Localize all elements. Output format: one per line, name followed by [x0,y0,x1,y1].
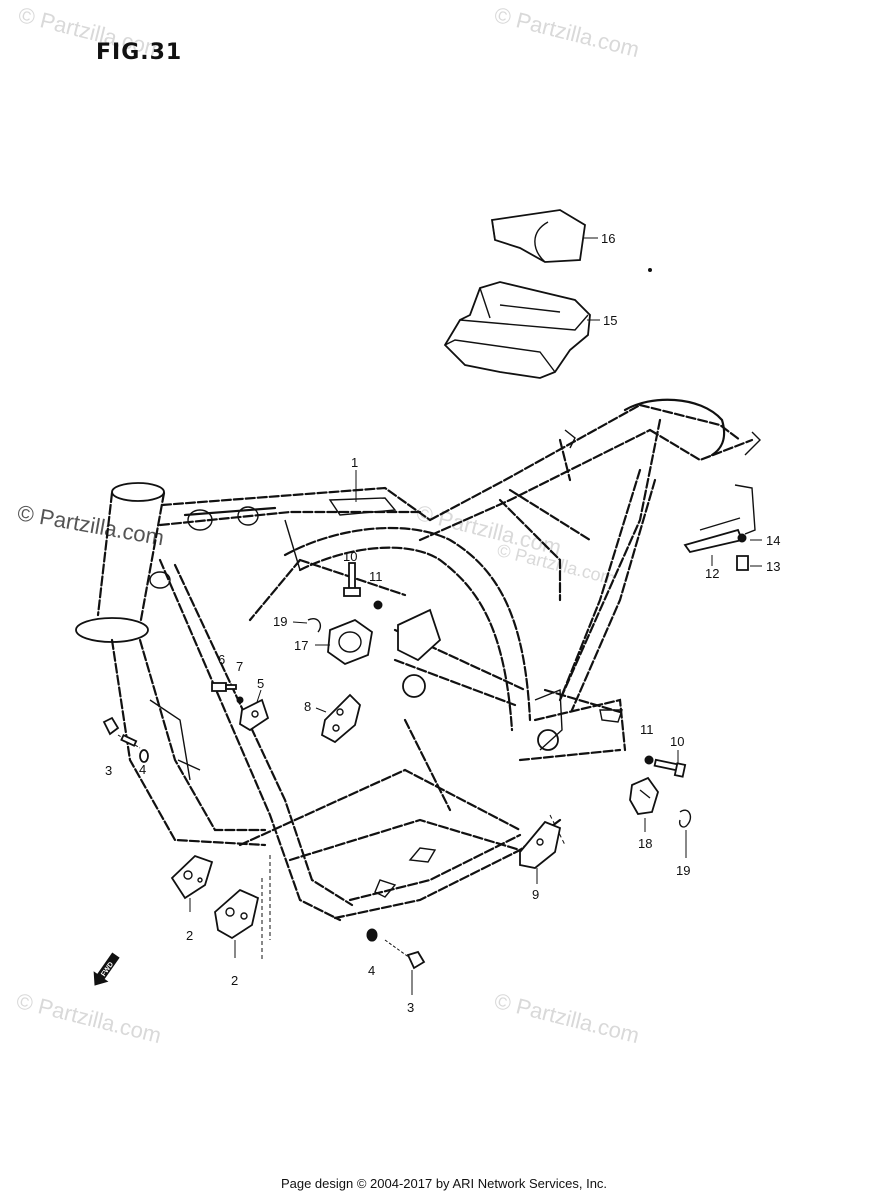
leader-line [315,707,327,713]
fwd-label: FWD [100,961,115,978]
part-12-rear-bracket [683,484,756,554]
part-6-bolt [211,682,237,692]
callout-19: 19 [273,614,287,629]
callout-16: 16 [601,231,615,246]
callout-19: 19 [676,863,690,878]
part-11-nut [373,600,383,610]
footer-copyright: Page design © 2004-2017 by ARI Network S… [280,1176,608,1191]
callout-6: 6 [218,652,225,667]
part-17-grommet-plate [327,618,373,666]
speck [648,268,652,272]
callout-3: 3 [105,763,112,778]
callout-2: 2 [231,973,238,988]
callout-8: 8 [304,699,311,714]
callout-1: 1 [351,455,358,470]
callout-14: 14 [766,533,780,548]
leader-line [292,621,308,624]
fwd-arrow-icon: FWD [93,952,120,986]
callout-13: 13 [766,559,780,574]
callout-9: 9 [532,887,539,902]
leader-line [256,689,262,703]
callout-4: 4 [368,963,375,978]
callout-5: 5 [257,676,264,691]
part-4-washer-bottom [366,928,378,942]
callout-17: 17 [294,638,308,653]
callout-18: 18 [638,836,652,851]
part-3-bolt-bottom [384,939,426,970]
part-3-bolt-left [102,716,141,749]
part-5-bracket [239,698,270,732]
part-16-seat-pad [490,209,586,263]
part-10-bolt [343,562,361,597]
part-2-plate-upper [170,854,214,900]
part-18-grommet-right [629,776,659,815]
callout-3: 3 [407,1000,414,1015]
part-10-bolt-right [653,758,687,778]
part-19-clip-right [678,809,692,828]
figure-title: FIG.31 [96,40,183,65]
callout-11: 11 [369,569,383,584]
part-13-bolt [736,555,749,571]
part-4-washer-left [139,749,149,763]
callout-10: 10 [670,734,684,749]
callout-10: 10 [343,549,357,564]
callout-4: 4 [139,762,146,777]
part-11-nut-right [644,755,654,765]
callout-2: 2 [186,928,193,943]
part-8-mount-plate [320,693,361,744]
part-9-mount-plate-right [519,820,562,869]
callout-12: 12 [705,566,719,581]
part-15-battery-tray [443,281,591,379]
part-2-plate-lower [214,888,260,940]
callout-7: 7 [236,659,243,674]
part-19-clip [307,618,322,633]
part-7-washer [236,696,244,704]
callout-11: 11 [640,722,654,737]
part-14-nut [737,533,747,543]
callout-15: 15 [603,313,617,328]
